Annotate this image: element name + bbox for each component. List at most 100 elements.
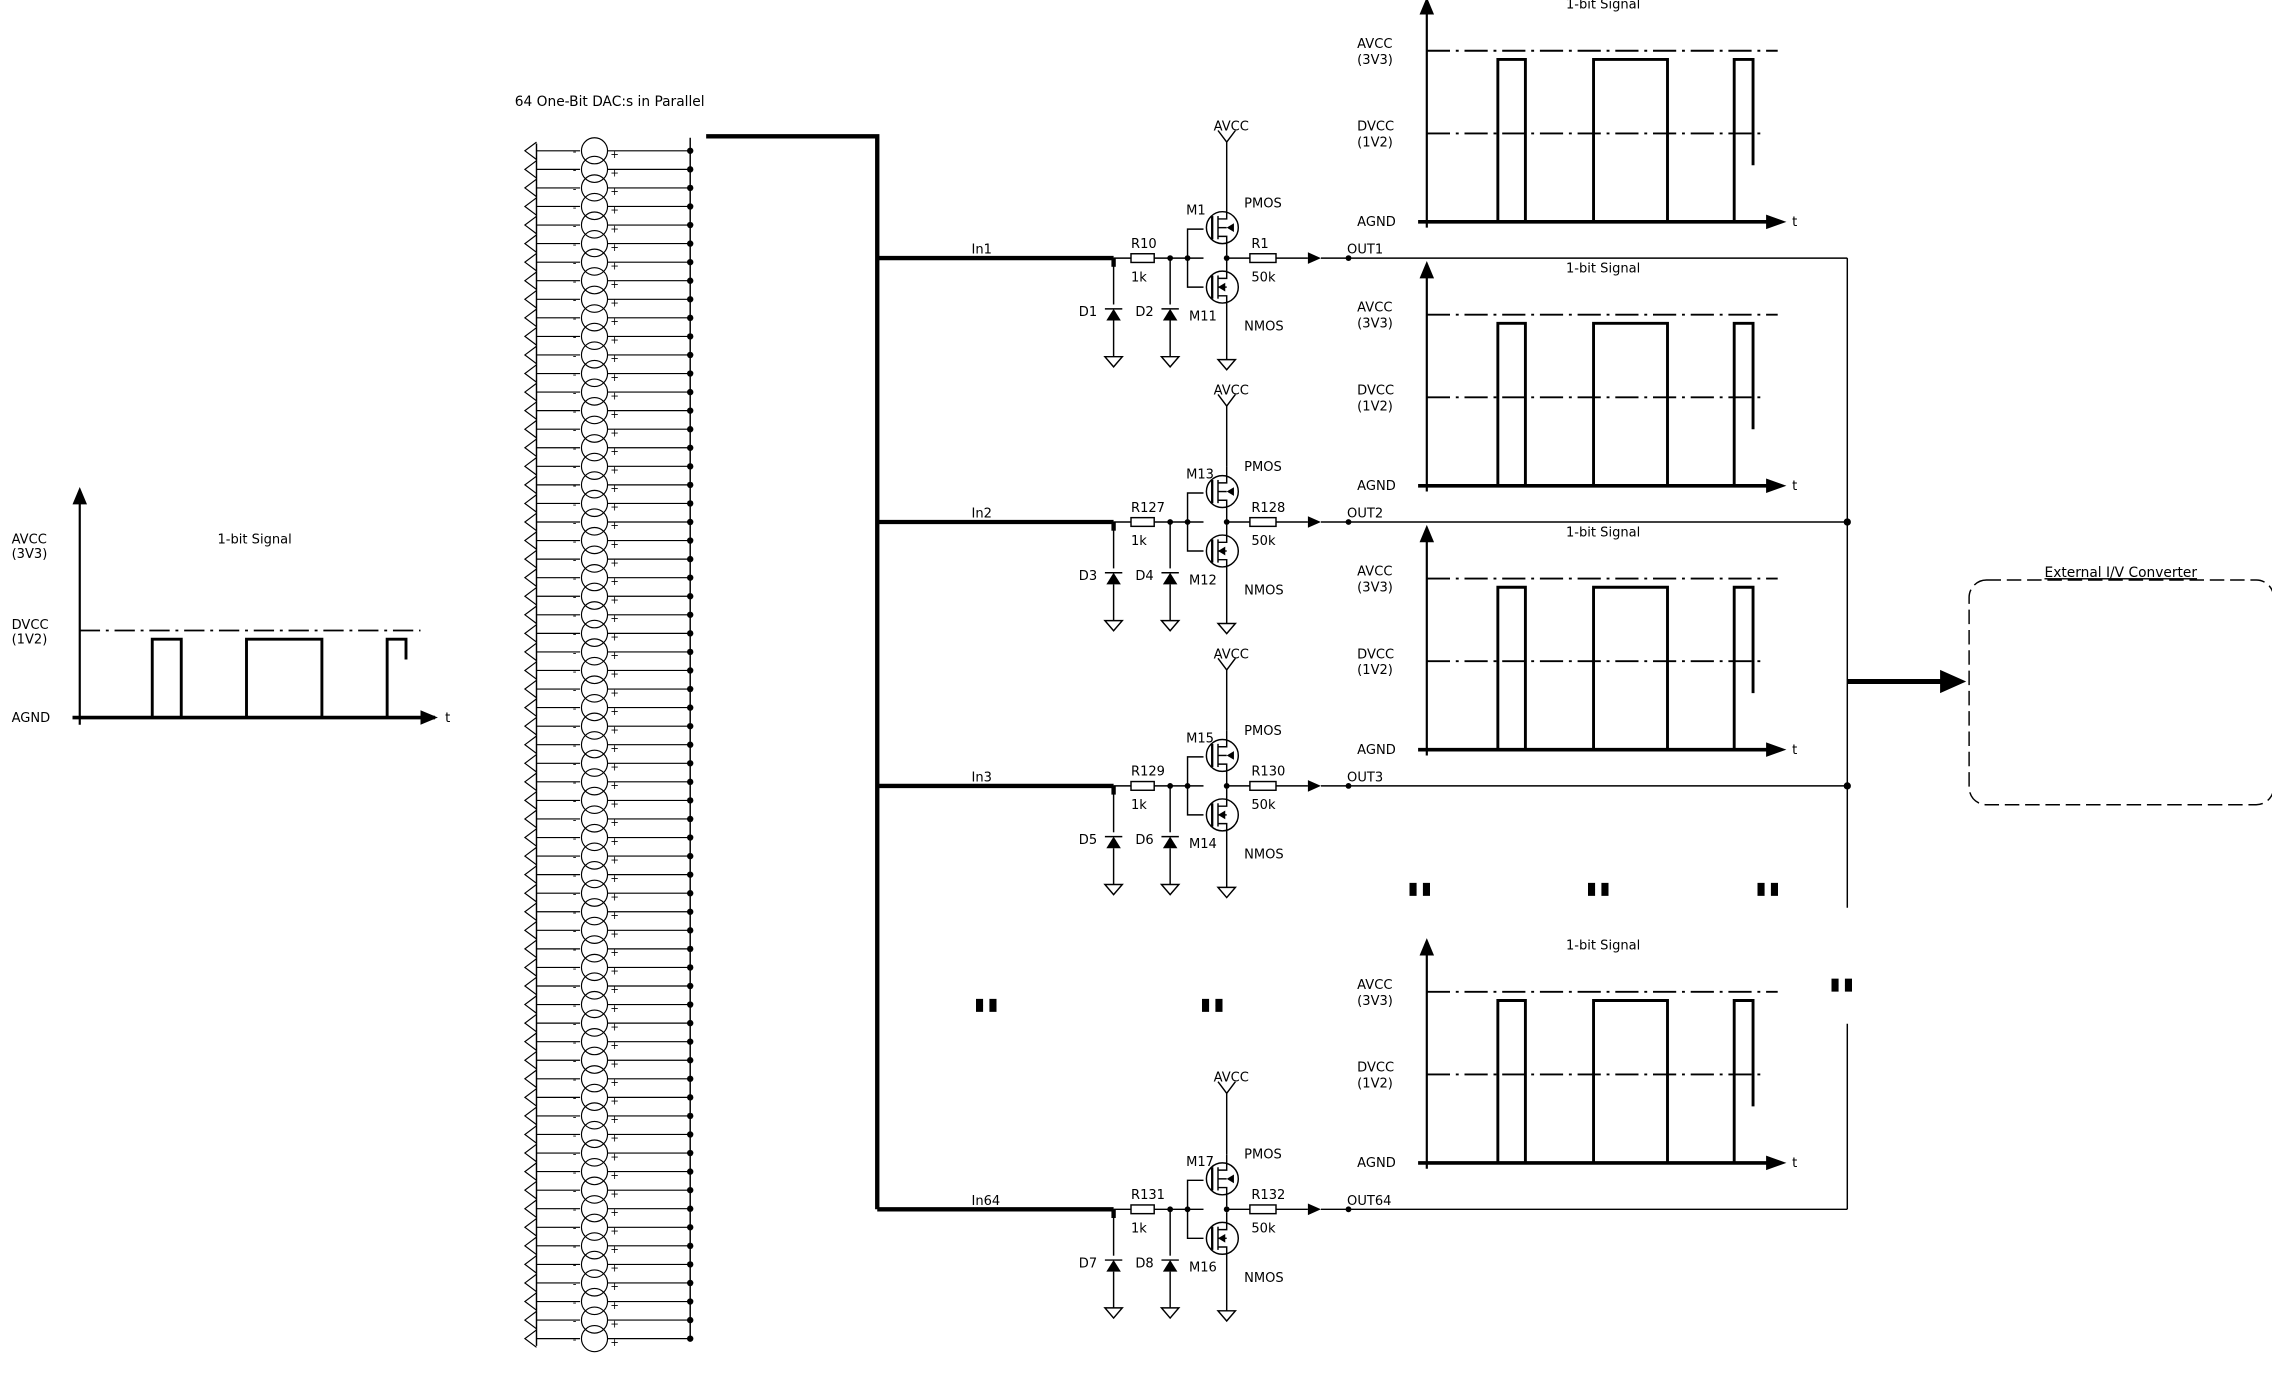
input-resistor-value: 1k (1131, 1222, 1147, 1237)
nmos-type-label: NMOS (1244, 1271, 1284, 1286)
source-row: -+ (523, 1287, 694, 1316)
source-minus: - (573, 1131, 577, 1142)
source-plus: + (610, 967, 619, 978)
avcc-sub-label: (3V3) (1357, 994, 1393, 1009)
input-resistor-label: R10 (1131, 237, 1157, 252)
diode-label: D4 (1135, 569, 1153, 584)
ground-icon (1216, 622, 1237, 635)
source-plus: + (610, 1264, 619, 1275)
source-row: -+ (523, 990, 694, 1019)
source-minus: - (573, 964, 577, 975)
avcc-supply-icon (1217, 130, 1236, 144)
source-plus: + (610, 1059, 619, 1070)
source-row: -+ (523, 397, 694, 425)
source-plus: + (610, 1152, 619, 1163)
agnd-label: AGND (1357, 1156, 1396, 1171)
source-row: -+ (523, 1120, 694, 1149)
source-row: -+ (523, 1195, 694, 1223)
source-minus: - (573, 852, 577, 863)
source-plus: + (610, 224, 619, 235)
time-axis-label: t (1792, 1156, 1797, 1171)
ground-icon (1216, 1310, 1237, 1323)
nmos-transistor-icon (1205, 1221, 1240, 1255)
nmos-label: M14 (1189, 837, 1217, 852)
source-minus: - (573, 1094, 577, 1105)
input-resistor-label: R129 (1131, 765, 1165, 780)
input-label: In3 (972, 771, 992, 786)
time-axis-label: t (1792, 479, 1797, 494)
source-row: -+ (523, 1046, 694, 1074)
output-resistor-label: R1 (1251, 237, 1268, 252)
source-plus: + (610, 317, 619, 328)
ground-icon (1216, 886, 1237, 899)
source-plus: + (610, 169, 619, 180)
output-label: OUT3 (1347, 771, 1383, 786)
source-plus: + (610, 354, 619, 365)
input-resistor-label: R131 (1131, 1188, 1165, 1203)
source-minus: - (573, 741, 577, 752)
pmos-type-label: PMOS (1244, 460, 1282, 475)
avcc-sub-label: (3V3) (12, 547, 48, 562)
pmos-transistor-icon (1205, 738, 1240, 773)
source-plus: + (610, 744, 619, 755)
source-row: -+ (523, 285, 694, 313)
svg-text:::: :: (1193, 995, 1237, 1012)
source-minus: - (573, 296, 577, 307)
pmos-label: M1 (1186, 204, 1206, 219)
source-row: -+ (523, 304, 694, 332)
output-arrow-icon (1307, 252, 1321, 264)
pmos-label: M13 (1186, 468, 1214, 483)
source-plus: + (610, 1004, 619, 1015)
source-plus: + (610, 558, 619, 569)
svg-text:::: :: (1579, 879, 1623, 896)
diode-label: D6 (1135, 833, 1153, 848)
source-minus: - (573, 1205, 577, 1216)
source-row: -+ (523, 1250, 694, 1279)
source-minus: - (573, 1075, 577, 1086)
source-row: -+ (523, 267, 694, 295)
source-plus: + (610, 410, 619, 421)
source-plus: + (610, 651, 619, 662)
source-plus: + (610, 633, 619, 644)
source-minus: - (573, 518, 577, 529)
source-plus: + (610, 577, 619, 588)
source-row: -+ (523, 879, 694, 907)
source-plus: + (610, 1301, 619, 1312)
source-row: -+ (523, 564, 694, 592)
diode-icon (1162, 308, 1178, 321)
source-plus: + (610, 1022, 619, 1033)
supply-label: AVCC (1214, 120, 1249, 135)
source-row: -+ (523, 545, 694, 573)
source-plus: + (610, 855, 619, 866)
output-label: OUT2 (1347, 507, 1383, 522)
source-minus: - (573, 1261, 577, 1272)
svg-text:::: :: (967, 995, 1011, 1012)
source-minus: - (573, 1057, 577, 1068)
source-row: -+ (523, 935, 694, 963)
source-row: -+ (523, 471, 694, 499)
source-plus: + (610, 503, 619, 514)
source-row: -+ (523, 489, 694, 518)
source-plus: + (610, 1115, 619, 1126)
ground-icon (1103, 1307, 1124, 1320)
diode-label: D5 (1079, 833, 1097, 848)
summing-node (1843, 258, 2272, 1210)
supply-label: AVCC (1214, 647, 1249, 662)
source-plus: + (610, 930, 619, 941)
pmos-type-label: PMOS (1244, 724, 1282, 739)
source-plus: + (610, 1245, 619, 1256)
source-minus: - (573, 481, 577, 492)
supply-label: AVCC (1214, 1071, 1249, 1086)
source-row: -+ (523, 415, 694, 443)
source-minus: - (573, 463, 577, 474)
pmos-type-label: PMOS (1244, 196, 1282, 211)
source-row: -+ (523, 731, 694, 759)
source-plus: + (610, 336, 619, 347)
source-row: -+ (523, 1028, 694, 1056)
source-plus: + (610, 781, 619, 792)
output-resistor-label: R128 (1251, 501, 1285, 516)
output-resistor-value: 50k (1251, 534, 1276, 549)
source-minus: - (573, 1335, 577, 1346)
source-plus: + (610, 1319, 619, 1330)
